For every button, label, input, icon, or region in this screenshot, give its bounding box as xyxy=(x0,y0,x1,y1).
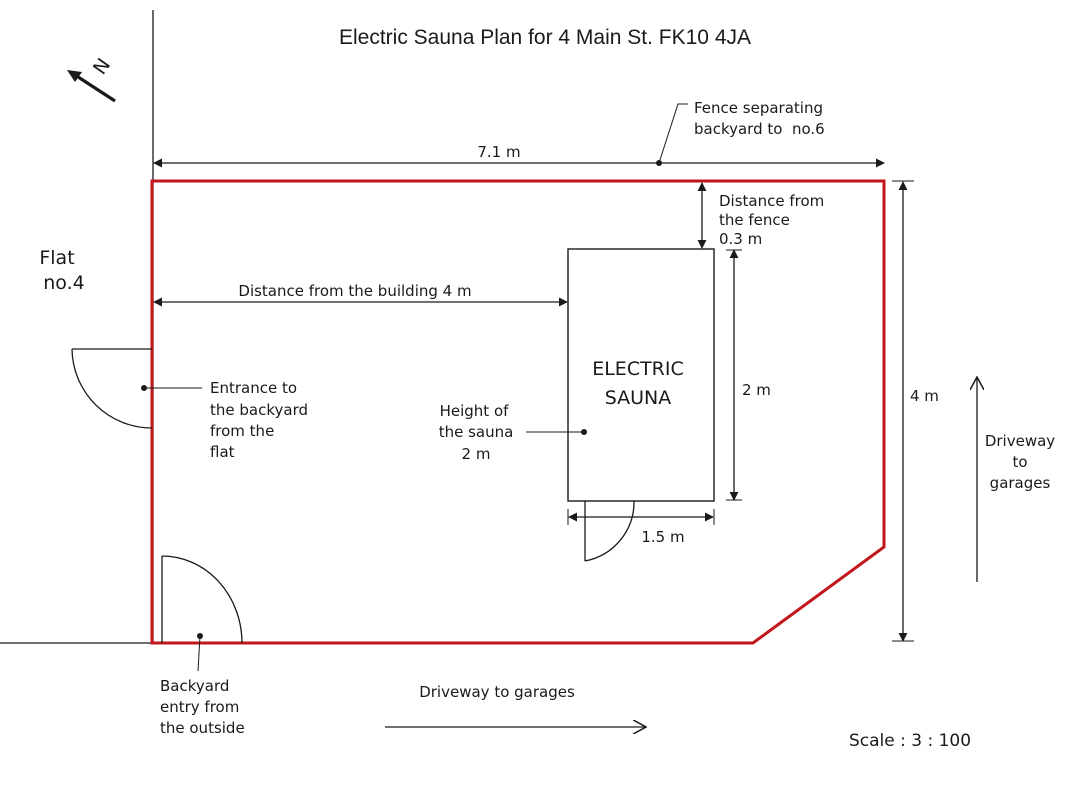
flat-number-label: no.4 xyxy=(43,272,84,294)
driveway-bottom-label: Driveway to garages xyxy=(419,683,575,701)
sauna-height-dot xyxy=(581,429,587,435)
fence-leader-line xyxy=(658,103,688,164)
driveway-right-line-2: to xyxy=(1012,453,1027,471)
sauna-height-line-2: the sauna xyxy=(439,423,514,441)
fence-distance-line-1: Distance from xyxy=(719,192,824,210)
sauna-height-line-3: 2 m xyxy=(462,445,491,463)
backyard-entry-door xyxy=(161,555,243,644)
width-dimension-label: 7.1 m xyxy=(477,143,520,161)
sauna-width-label: 1.5 m xyxy=(641,528,684,546)
entrance-note-line-2: the backyard xyxy=(210,401,308,419)
fence-distance-line-2: the fence xyxy=(719,211,790,229)
sauna-label-line-2: SAUNA xyxy=(605,387,672,409)
sauna-height-line-1: Height of xyxy=(440,402,510,420)
driveway-right-line-3: garages xyxy=(990,474,1051,492)
sauna-length-label: 2 m xyxy=(742,381,771,399)
north-arrow-icon xyxy=(67,70,116,103)
backyard-entry-line-1: Backyard xyxy=(160,677,229,695)
flat-entrance-door xyxy=(71,348,153,429)
electric-sauna xyxy=(567,248,715,502)
sauna-label-line-1: ELECTRIC xyxy=(592,358,684,380)
fence-note-line-2: backyard to no.6 xyxy=(694,120,825,138)
backyard-boundary xyxy=(150,179,886,645)
backyard-entry-line-3: the outside xyxy=(160,719,245,737)
yard-depth-label: 4 m xyxy=(910,387,939,405)
entrance-note-line-1: Entrance to xyxy=(210,379,297,397)
entrance-note-line-4: flat xyxy=(210,443,235,461)
scale-label: Scale : 3 : 100 xyxy=(849,731,971,751)
entrance-note-line-3: from the xyxy=(210,422,274,440)
backyard-entry-leader xyxy=(197,635,201,672)
fence-distance-line-3: 0.3 m xyxy=(719,230,762,248)
sauna-door xyxy=(584,500,635,562)
building-distance-label: Distance from the building 4 m xyxy=(238,282,471,300)
driveway-right-line-1: Driveway xyxy=(985,432,1055,450)
backyard-entry-line-2: entry from xyxy=(160,698,239,716)
fence-note-line-1: Fence separating xyxy=(694,99,823,117)
plan-title: Electric Sauna Plan for 4 Main St. FK10 … xyxy=(339,26,751,49)
flat-label: Flat xyxy=(39,247,74,269)
north-label: N xyxy=(89,54,115,78)
